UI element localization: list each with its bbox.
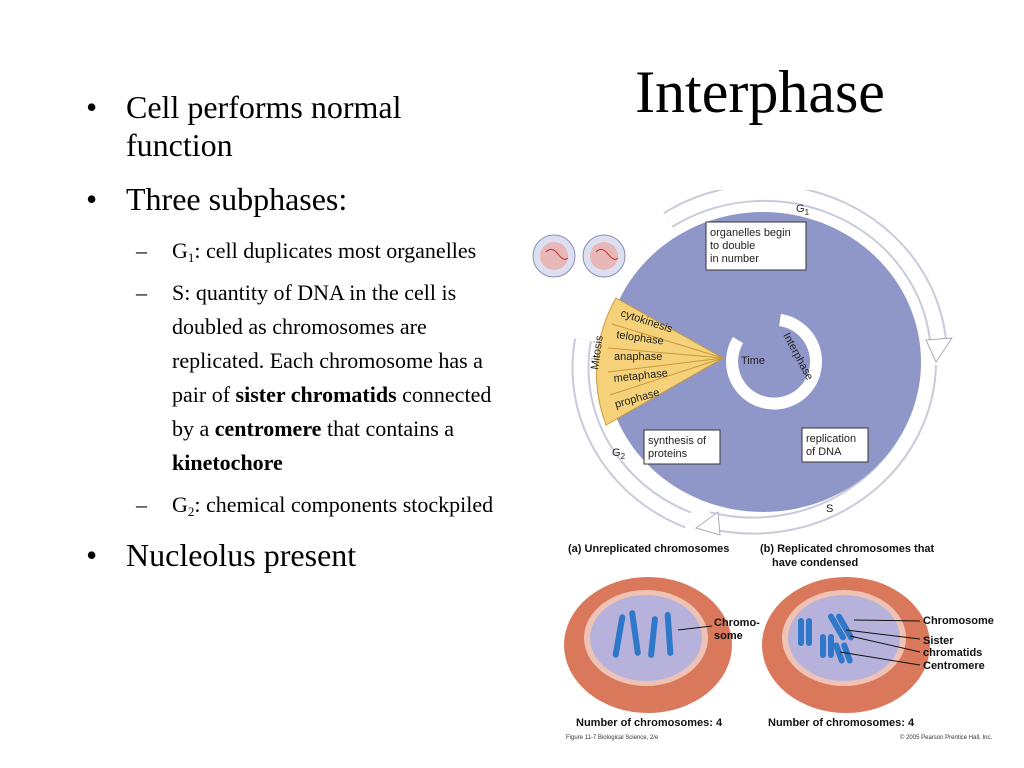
cell-cycle-figure: cytokinesis telophase anaphase metaphase…	[532, 190, 994, 729]
bullet-three-subphases: Three subphases:	[84, 180, 504, 218]
term-kinetochore: kinetochore	[172, 450, 283, 475]
box-organelles	[705, 221, 807, 271]
arrow-head-s	[694, 511, 721, 536]
box-organelles-line3: in number	[710, 253, 759, 265]
time-label: Time	[741, 355, 765, 367]
box-replication-line1: replication	[806, 433, 856, 445]
term-centromere: centromere	[214, 416, 322, 441]
panel-b-caption-line2: have condensed	[772, 557, 858, 569]
panel-a-label-line1: Chromo-	[714, 617, 760, 629]
panel-b-caption-line1: (b) Replicated chromosomes that	[760, 543, 935, 555]
bullet-list: Cell performs normal function Three subp…	[84, 88, 504, 590]
box-synthesis-line2: proteins	[648, 448, 688, 460]
phase-anaphase: anaphase	[614, 351, 662, 363]
mitosis-label: Mitosis	[589, 334, 606, 370]
g1-subscript: 1	[187, 250, 195, 265]
panel-a-nucleus	[590, 595, 702, 681]
chromosome-a4	[664, 612, 674, 656]
box-replication-line2: of DNA	[806, 446, 842, 458]
sub-bullet-g2: G2: chemical components stockpiled	[84, 488, 504, 522]
label-centromere: Centromere	[923, 660, 985, 672]
replicated-chromosomes	[798, 613, 854, 664]
chromosome-a3	[648, 616, 658, 658]
g2-text: : chemical components stockpiled	[194, 492, 494, 517]
chromosome-a1	[612, 614, 626, 658]
label-chromatids: chromatids	[923, 647, 982, 659]
chromosome-a2	[629, 610, 641, 656]
slide-title: Interphase	[635, 59, 885, 125]
s-text-a: S: quantity of DNA in the cell is double…	[172, 280, 483, 407]
box-replication	[801, 427, 869, 463]
box-synthesis-line1: synthesis of	[648, 435, 707, 447]
time-arrow	[726, 314, 823, 410]
g1-marker: G1	[796, 203, 810, 217]
bullet-normal-function: Cell performs normal function	[84, 88, 504, 164]
g1-label: G	[172, 238, 188, 263]
mitosis-wedge	[595, 297, 725, 426]
g2-label: G	[172, 492, 188, 517]
sub-bullet-g1: G1: cell duplicates most organelles	[84, 234, 504, 268]
panel-a-label-line2: some	[714, 630, 743, 642]
panel-b-count: Number of chromosomes: 4	[768, 717, 915, 729]
term-sister-chromatids: sister chromatids	[235, 382, 397, 407]
g1-text: : cell duplicates most organelles	[194, 238, 477, 263]
label-sister: Sister	[923, 635, 954, 647]
phase-metaphase: metaphase	[613, 367, 668, 385]
panel-a-count: Number of chromosomes: 4	[576, 717, 723, 729]
panel-a-caption: (a) Unreplicated chromosomes	[568, 543, 729, 555]
sub-bullet-s: S: quantity of DNA in the cell is double…	[84, 276, 504, 480]
g2-marker: G2	[612, 447, 626, 461]
s-marker: S	[826, 503, 833, 515]
g2-subscript: 2	[187, 504, 195, 519]
s-text-c: that contains a	[321, 416, 455, 441]
box-synthesis	[643, 429, 721, 465]
box-organelles-line1: organelles begin	[710, 227, 791, 239]
arrow-head-g1	[925, 337, 953, 364]
figure-credit-left: Figure 11-7 Biological Science, 2/e	[566, 735, 659, 741]
figure-credit-right: © 2005 Pearson Prentice Hall, Inc.	[900, 735, 993, 741]
label-chromosome: Chromosome	[923, 615, 994, 627]
bullet-nucleolus: Nucleolus present	[84, 536, 504, 574]
s-text-b: connected by a	[172, 382, 492, 441]
box-organelles-line2: to double	[710, 240, 755, 252]
